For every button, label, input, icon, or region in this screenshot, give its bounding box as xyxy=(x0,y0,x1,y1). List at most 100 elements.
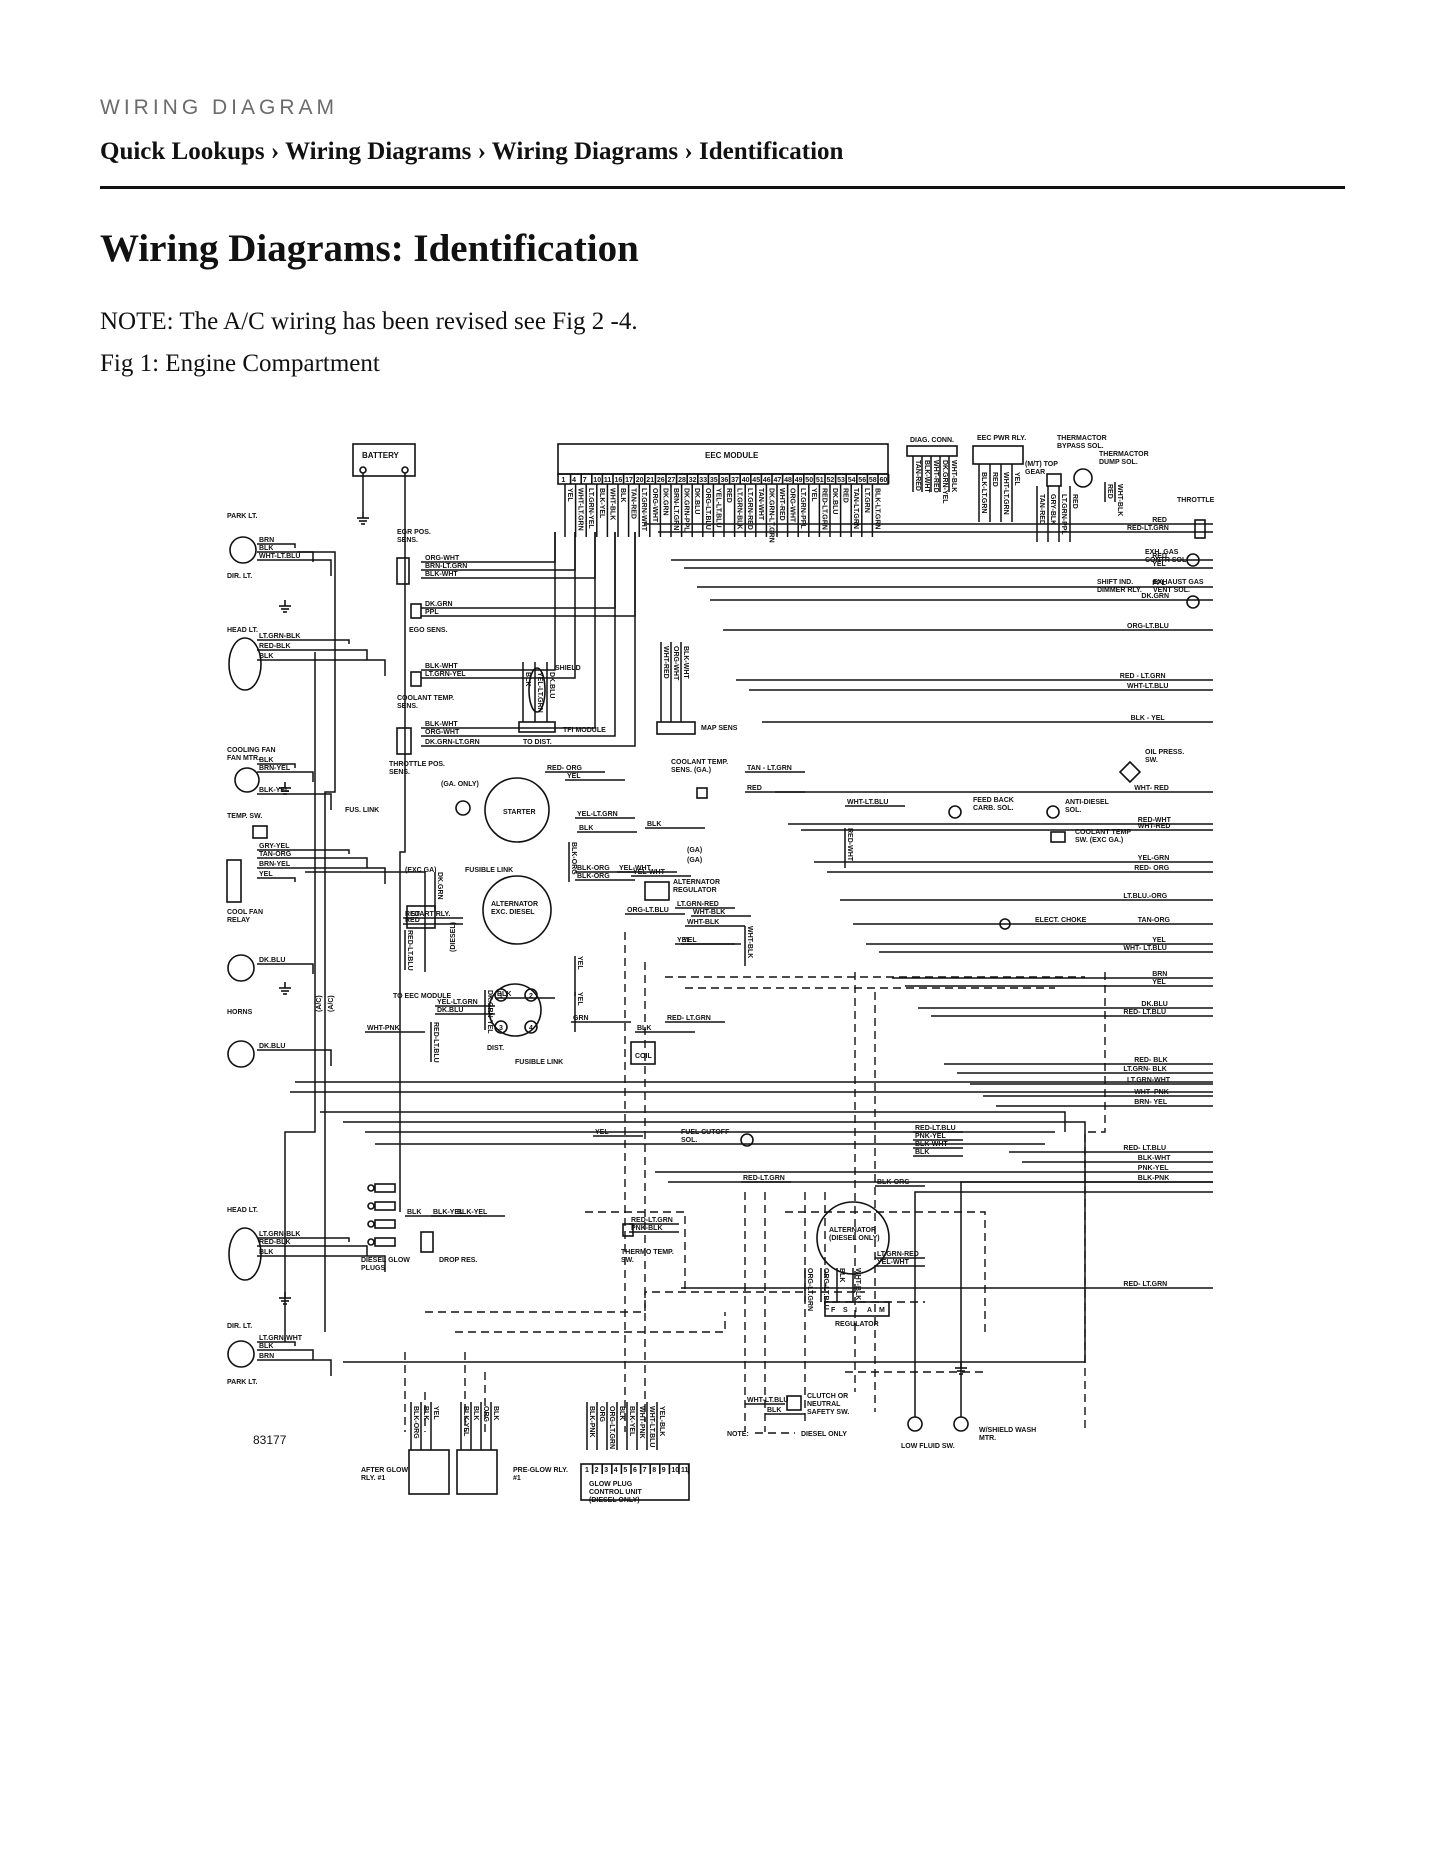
cool-fan-relay-box xyxy=(226,859,242,903)
sensor-wire-label: DK.GRN xyxy=(425,601,453,608)
eec-wire-label: LT.GRN-RED xyxy=(746,488,753,530)
eec-pin-number: 53 xyxy=(837,477,845,484)
eec-wire-label: DK.BLU xyxy=(831,488,838,514)
glow-plug xyxy=(374,1201,396,1211)
wire xyxy=(257,639,350,644)
alternator-exc-diesel-label: ALTERNATOR xyxy=(491,901,538,908)
lower-wire-label: BLK xyxy=(915,1149,929,1156)
right-wire-label: RED- LT.BLU xyxy=(1123,1009,1166,1016)
drop-res-label: DROP RES. xyxy=(439,1257,477,1264)
horn-top xyxy=(227,954,255,982)
lower-wire-label: BLK xyxy=(838,1268,845,1282)
tfi-wire-label: BLK xyxy=(524,672,531,686)
eec-wire-label: DK.GRN-PPL xyxy=(683,488,690,532)
middle-wire-label: WHT-BLK xyxy=(746,926,753,958)
wire xyxy=(257,1359,332,1376)
lower-wire-label: BLK xyxy=(407,1209,421,1216)
glow-wire-label: ORG xyxy=(598,1406,605,1423)
glow-wire-label: YEL-BLK xyxy=(658,1406,665,1436)
eec-wire-label: WHT-RED xyxy=(778,488,785,521)
wire xyxy=(421,532,596,729)
glow-wire-label: BLK-YEL xyxy=(462,1406,469,1437)
regulator-terminal-label: A xyxy=(867,1307,872,1314)
wire xyxy=(421,532,576,679)
to-dist-label: TO DIST. xyxy=(523,739,552,746)
wire xyxy=(421,532,616,737)
right-wire-label: YEL-GRN xyxy=(1138,855,1170,862)
left-wire-label: WHT-LT.BLU xyxy=(259,553,300,560)
middle-wire-label: YEL xyxy=(567,773,581,780)
eec-pin-number: 7 xyxy=(583,477,587,484)
wire xyxy=(257,857,368,868)
distributor-terminal xyxy=(524,1020,538,1034)
egr-pos-label: EGR POS. xyxy=(397,529,431,536)
lower-wire-label: BLK-YEL xyxy=(433,1209,464,1216)
lower-wire-label: WHT-BLK xyxy=(854,1268,861,1300)
eec-wire-label: ORG-WHT xyxy=(789,488,796,523)
fuel-cutoff-solenoid xyxy=(740,1133,754,1147)
right-wire-label: DK.GRN xyxy=(1141,593,1169,600)
diesel-glow-plugs-label: PLUGS xyxy=(361,1265,385,1272)
right-wire-label: BLK - YEL xyxy=(1131,715,1166,722)
elect-choke xyxy=(999,918,1011,930)
ga-label-1: (GA) xyxy=(687,847,702,854)
wire xyxy=(257,771,314,782)
middle-wire-label: BLK-ORG xyxy=(570,842,577,875)
glow-plug xyxy=(374,1183,396,1193)
eec-pin-number: 11 xyxy=(604,477,612,484)
tfi-connector xyxy=(518,721,556,733)
head-lamp-bottom xyxy=(228,1227,262,1281)
breadcrumb-item-quick-lookups[interactable]: Quick Lookups xyxy=(100,138,265,165)
glow-plug xyxy=(374,1237,396,1247)
diesel-label: (DIESEL) xyxy=(450,922,457,952)
dir-lt-top-label: DIR. LT. xyxy=(227,573,252,580)
alternator-exc-diesel xyxy=(482,875,552,945)
left-wire-label: BLK-YEL xyxy=(259,787,290,794)
dist-label: DIST. xyxy=(487,1045,504,1052)
diag-conn-box xyxy=(906,445,958,457)
wire xyxy=(257,543,296,548)
middle-wire-label: WHT-LT.BLU xyxy=(847,799,888,806)
pre-glow-label: PRE-GLOW RLY. xyxy=(513,1467,568,1474)
cooling-fan-label: FAN MTR. xyxy=(227,755,260,762)
eec-pin-number: 54 xyxy=(848,477,856,484)
wire xyxy=(305,871,426,972)
left-wire-label: BLK xyxy=(259,757,273,764)
breadcrumb-item-wiring-diagrams-2[interactable]: Wiring Diagrams xyxy=(491,138,679,165)
throttle-pos-label: THROTTLE POS. xyxy=(389,761,445,768)
sensor-wire-label: PPL xyxy=(425,609,439,616)
left-wire-label: DK.BLU xyxy=(259,957,285,964)
middle-wire-label: RED-WHT xyxy=(846,828,853,862)
coil-label: COIL xyxy=(635,1053,652,1060)
clutch-switch xyxy=(786,1395,802,1411)
middle-wire-label: YEL-LT.GRN xyxy=(577,811,618,818)
eec-wire-label: LT.GRN-BLK xyxy=(736,488,743,529)
eec-wire-label: ORG-LT.BLU xyxy=(704,488,711,530)
eec-wire-label: DK.GRN-LT.GRN xyxy=(767,488,774,543)
park-lt-bottom-label: PARK LT. xyxy=(227,1379,258,1386)
right-wire-label: RED- LT.BLU xyxy=(1123,1145,1166,1152)
shield-loop xyxy=(528,667,546,713)
right-wire-label: RED-WHT xyxy=(1138,817,1172,824)
eec-pin-number: 48 xyxy=(784,477,792,484)
breadcrumb-item-wiring-diagrams[interactable]: Wiring Diagrams xyxy=(285,138,472,165)
thermo-temp-label: SW. xyxy=(621,1257,634,1264)
right-wire-label: YEL xyxy=(1152,937,1166,944)
eec-pin-number: 36 xyxy=(721,477,729,484)
glow-plug xyxy=(374,1219,396,1229)
feed-back-label: CARB. SOL. xyxy=(973,805,1014,812)
thermo-temp-switch xyxy=(622,1223,634,1237)
coolant-temp-label: COOLANT TEMP. xyxy=(397,695,454,702)
glow-unit-pin: 9 xyxy=(662,1467,666,1474)
coolant-temp-ga-label: SENS. (GA.) xyxy=(671,767,711,774)
diag-conn-label: DIAG. CONN. xyxy=(910,437,954,444)
right-wire-label: BLK-PNK xyxy=(1138,1175,1170,1182)
middle-wire-label: LT.GRN-RED xyxy=(677,901,719,908)
coolant-temp-sensor xyxy=(410,671,422,687)
breadcrumb-item-identification[interactable]: Identification xyxy=(698,138,844,165)
middle-wire-label: TAN - LT.GRN xyxy=(747,765,792,772)
lower-wire-label: RED-LT.GRN xyxy=(631,1217,673,1224)
diag-wire-label: TAN-RED xyxy=(914,460,921,491)
clutch-sw-label: CLUTCH OR xyxy=(807,1393,848,1400)
